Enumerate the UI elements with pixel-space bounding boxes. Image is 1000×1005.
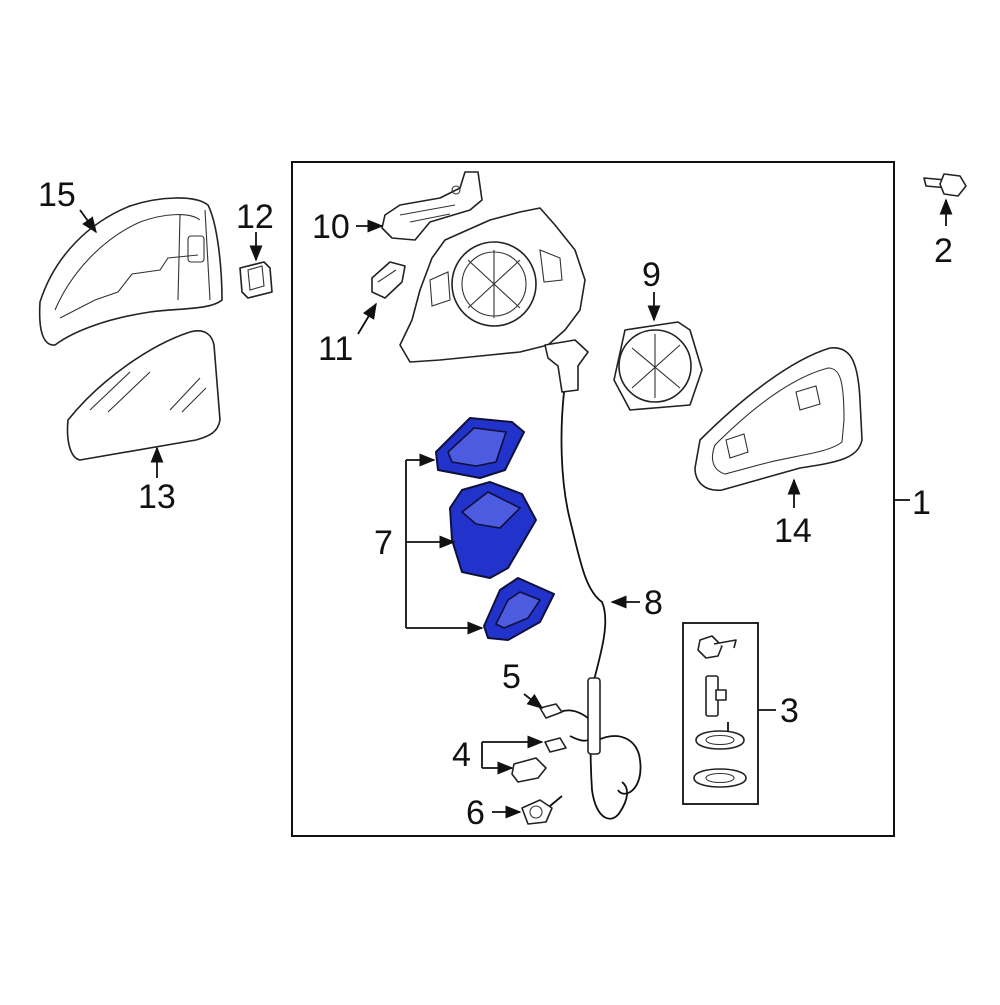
wiring-harness-part[interactable] [559, 391, 642, 820]
kit-box [682, 622, 759, 805]
motor-part[interactable] [613, 321, 703, 411]
connector-pair-part[interactable] [511, 737, 567, 783]
callout-11: 11 [318, 330, 353, 368]
callout-13: 13 [138, 478, 176, 516]
callout-4: 4 [452, 736, 471, 774]
seal-set-part[interactable] [435, 417, 555, 641]
bracket-part[interactable] [381, 171, 483, 241]
callout-10: 10 [312, 208, 350, 246]
mirror-backing-part[interactable] [694, 347, 863, 492]
callout-1: 1 [912, 484, 931, 522]
switch-part[interactable] [371, 261, 406, 299]
connector-part[interactable] [539, 703, 563, 719]
callout-labels: 15 12 13 2 10 11 9 14 1 7 8 5 4 6 3 [38, 176, 953, 832]
clip-part[interactable] [239, 261, 273, 299]
callout-9: 9 [642, 256, 661, 294]
callout-7: 7 [374, 524, 393, 562]
callout-15: 15 [38, 176, 76, 214]
assembly-frame [291, 161, 895, 837]
callout-8: 8 [644, 584, 663, 622]
mirror-glass-part[interactable] [66, 330, 221, 461]
mirror-housing [399, 207, 589, 393]
hardware-kit-part[interactable] [693, 635, 747, 788]
mirror-cover-part[interactable] [38, 197, 223, 346]
leader-lines [79, 198, 953, 819]
callout-12: 12 [236, 198, 274, 236]
callout-6: 6 [466, 794, 485, 832]
callout-14: 14 [774, 512, 812, 550]
callout-5: 5 [502, 658, 521, 696]
bolt-part[interactable] [923, 173, 967, 197]
callout-3: 3 [780, 692, 799, 730]
callout-2: 2 [934, 232, 953, 270]
grommet-part[interactable] [521, 795, 563, 825]
